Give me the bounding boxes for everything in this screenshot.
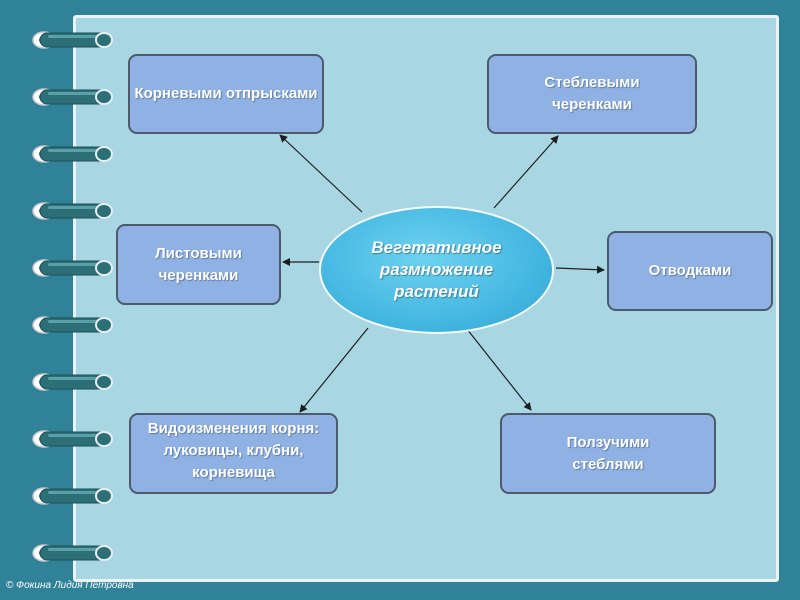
branch-modified-roots: Видоизменения корня: луковицы, клубни, к… — [129, 413, 338, 494]
branch-label: Видоизменения корня: луковицы, клубни, к… — [147, 419, 320, 481]
center-node: Вегетативное размножение растений — [319, 206, 554, 334]
branch-stem-cuttings: Стеблевыми черенками — [487, 54, 697, 134]
branch-runners: Ползучими стеблями — [500, 413, 716, 494]
branch-root-suckers: Корневыми отпрысками — [128, 54, 324, 134]
branch-layering: Отводками — [607, 231, 773, 311]
branch-label: Корневыми отпрысками — [134, 85, 318, 102]
copyright-text: © Фокина Лидия Петровна — [6, 580, 134, 591]
branch-leaf-cuttings: Листовыми черенками — [116, 224, 281, 305]
branch-label: Листовыми черенками — [155, 244, 242, 284]
branch-label: Ползучими стеблями — [566, 433, 650, 473]
branch-label: Отводками — [648, 262, 732, 279]
branch-label: Стеблевыми черенками — [544, 74, 640, 113]
center-label: Вегетативное размножение растений — [371, 238, 502, 301]
